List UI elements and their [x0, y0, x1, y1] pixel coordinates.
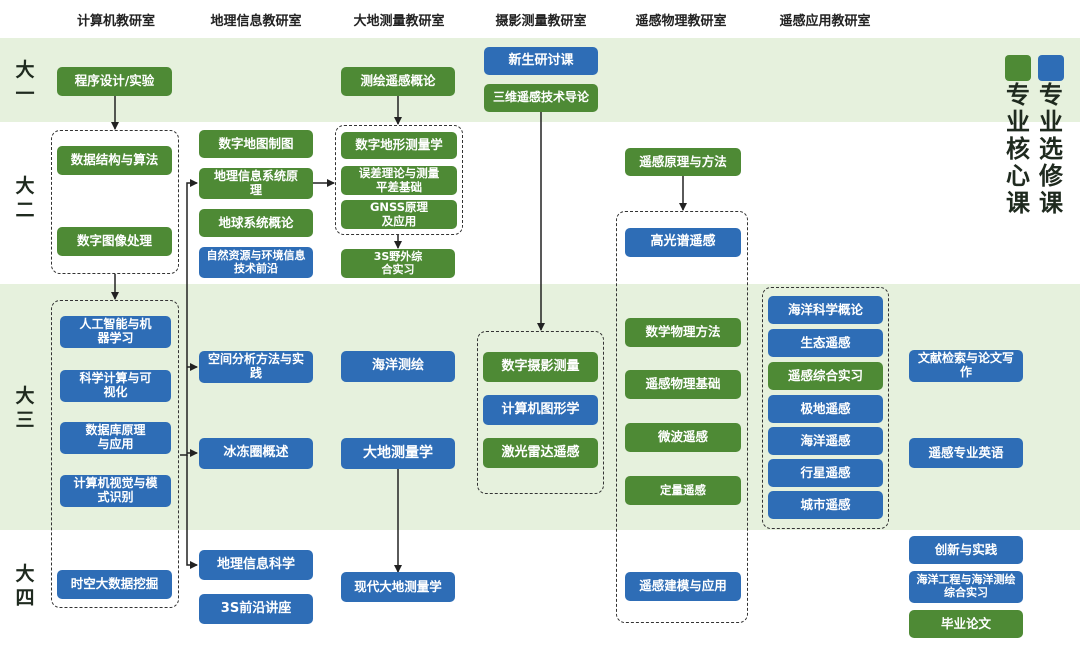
course-scientific-computing: 科学计算与可视化: [60, 370, 171, 402]
column-header-photogrammetry: 摄影测量教研室: [495, 14, 587, 29]
course-hyperspectral-rs: 高光谱遥感: [625, 228, 741, 257]
course-urban-rs: 城市遥感: [768, 491, 883, 519]
column-header-rs-physics: 遥感物理教研室: [635, 14, 727, 29]
arrow-cs-to-geoinfo: [180, 179, 198, 456]
course-surveying-rs-intro: 测绘遥感概论: [341, 67, 455, 96]
group-photogrammetry-y3: [477, 331, 604, 494]
column-header-geodesy: 大地测量教研室: [353, 14, 445, 29]
course-rs-principles: 遥感原理与方法: [625, 148, 741, 176]
group-rs-physics: [616, 211, 748, 623]
course-lidar-rs: 激光雷达遥感: [483, 438, 598, 468]
course-spatiotemporal-big-data: 时空大数据挖掘: [57, 570, 172, 599]
course-error-theory: 误差理论与测量平差基础: [341, 166, 457, 195]
course-rs-physics-basics: 遥感物理基础: [625, 370, 741, 399]
course-ocean-science-intro: 海洋科学概论: [768, 296, 883, 324]
arrow-to-gisci: [186, 455, 198, 569]
group-computer-y3: [51, 300, 179, 608]
course-computer-graphics: 计算机图形学: [483, 395, 598, 425]
course-spatial-analysis: 空间分析方法与实践: [199, 351, 313, 383]
course-data-structures: 数据结构与算法: [57, 146, 172, 175]
course-gis-principles: 地理信息系统原理: [199, 168, 313, 199]
group-computer-y2: [51, 130, 179, 274]
column-header-geoinfo: 地理信息教研室: [210, 14, 302, 29]
year-label-4: 大四: [15, 563, 35, 609]
course-polar-rs: 极地遥感: [768, 395, 883, 423]
course-3d-rs-intro: 三维遥感技术导论: [484, 84, 598, 112]
column-header-rs-application: 遥感应用教研室: [779, 14, 871, 29]
column-header-computer: 计算机教研室: [76, 14, 155, 29]
course-ai-ml: 人工智能与机器学习: [60, 316, 171, 348]
course-freshman-seminar: 新生研讨课: [484, 47, 598, 75]
course-innovation-practice: 创新与实践: [909, 536, 1023, 564]
year-label-2: 大二: [15, 175, 35, 221]
legend-core-swatch: [1005, 55, 1031, 81]
group-geodesy-y2: [335, 125, 463, 235]
course-digital-photogrammetry: 数字摄影测量: [483, 352, 598, 382]
course-digital-cartography: 数字地图制图: [199, 130, 313, 158]
course-geodesy: 大地测量学: [341, 438, 455, 469]
course-quantitative-rs: 定量遥感: [625, 476, 741, 505]
course-literature-writing: 文献检索与论文写作: [909, 350, 1023, 382]
course-modern-geodesy: 现代大地测量学: [341, 572, 455, 602]
course-rs-modeling: 遥感建模与应用: [625, 572, 741, 601]
group-rs-application-y3: [762, 287, 889, 529]
course-3s-field-practice: 3S野外综合实习: [341, 249, 455, 278]
course-programming: 程序设计/实验: [57, 67, 172, 96]
course-graduation-thesis: 毕业论文: [909, 610, 1023, 638]
course-digital-image-processing: 数字图像处理: [57, 227, 172, 256]
legend-elective-swatch: [1038, 55, 1064, 81]
course-computer-vision: 计算机视觉与模式识别: [60, 475, 171, 507]
course-3s-frontier: 3S前沿讲座: [199, 594, 313, 624]
course-ocean-engineering-practice: 海洋工程与海洋测绘综合实习: [909, 571, 1023, 603]
course-microwave-rs: 微波遥感: [625, 423, 741, 452]
course-rs-comprehensive-practice: 遥感综合实习: [768, 362, 883, 390]
course-cryosphere: 冰冻圈概述: [199, 438, 313, 469]
course-database: 数据库原理与应用: [60, 422, 171, 454]
year-label-3: 大三: [15, 385, 35, 431]
course-planetary-rs: 行星遥感: [768, 459, 883, 487]
course-natural-resources: 自然资源与环境信息技术前沿: [199, 247, 313, 278]
course-ocean-surveying: 海洋测绘: [341, 351, 455, 382]
legend-elective-label: 专业选修课: [1039, 81, 1063, 217]
course-rs-english: 遥感专业英语: [909, 438, 1023, 468]
course-ocean-rs: 海洋遥感: [768, 427, 883, 455]
course-gnss: GNSS原理及应用: [341, 200, 457, 229]
legend-core-label: 专业核心课: [1006, 81, 1030, 217]
course-digital-terrain-surveying: 数字地形测量学: [341, 132, 457, 159]
year-label-1: 大一: [15, 59, 35, 105]
course-geoinformation-science: 地理信息科学: [199, 550, 313, 580]
course-ecological-rs: 生态遥感: [768, 329, 883, 357]
course-earth-system: 地球系统概论: [199, 209, 313, 237]
course-math-physics-methods: 数学物理方法: [625, 318, 741, 347]
